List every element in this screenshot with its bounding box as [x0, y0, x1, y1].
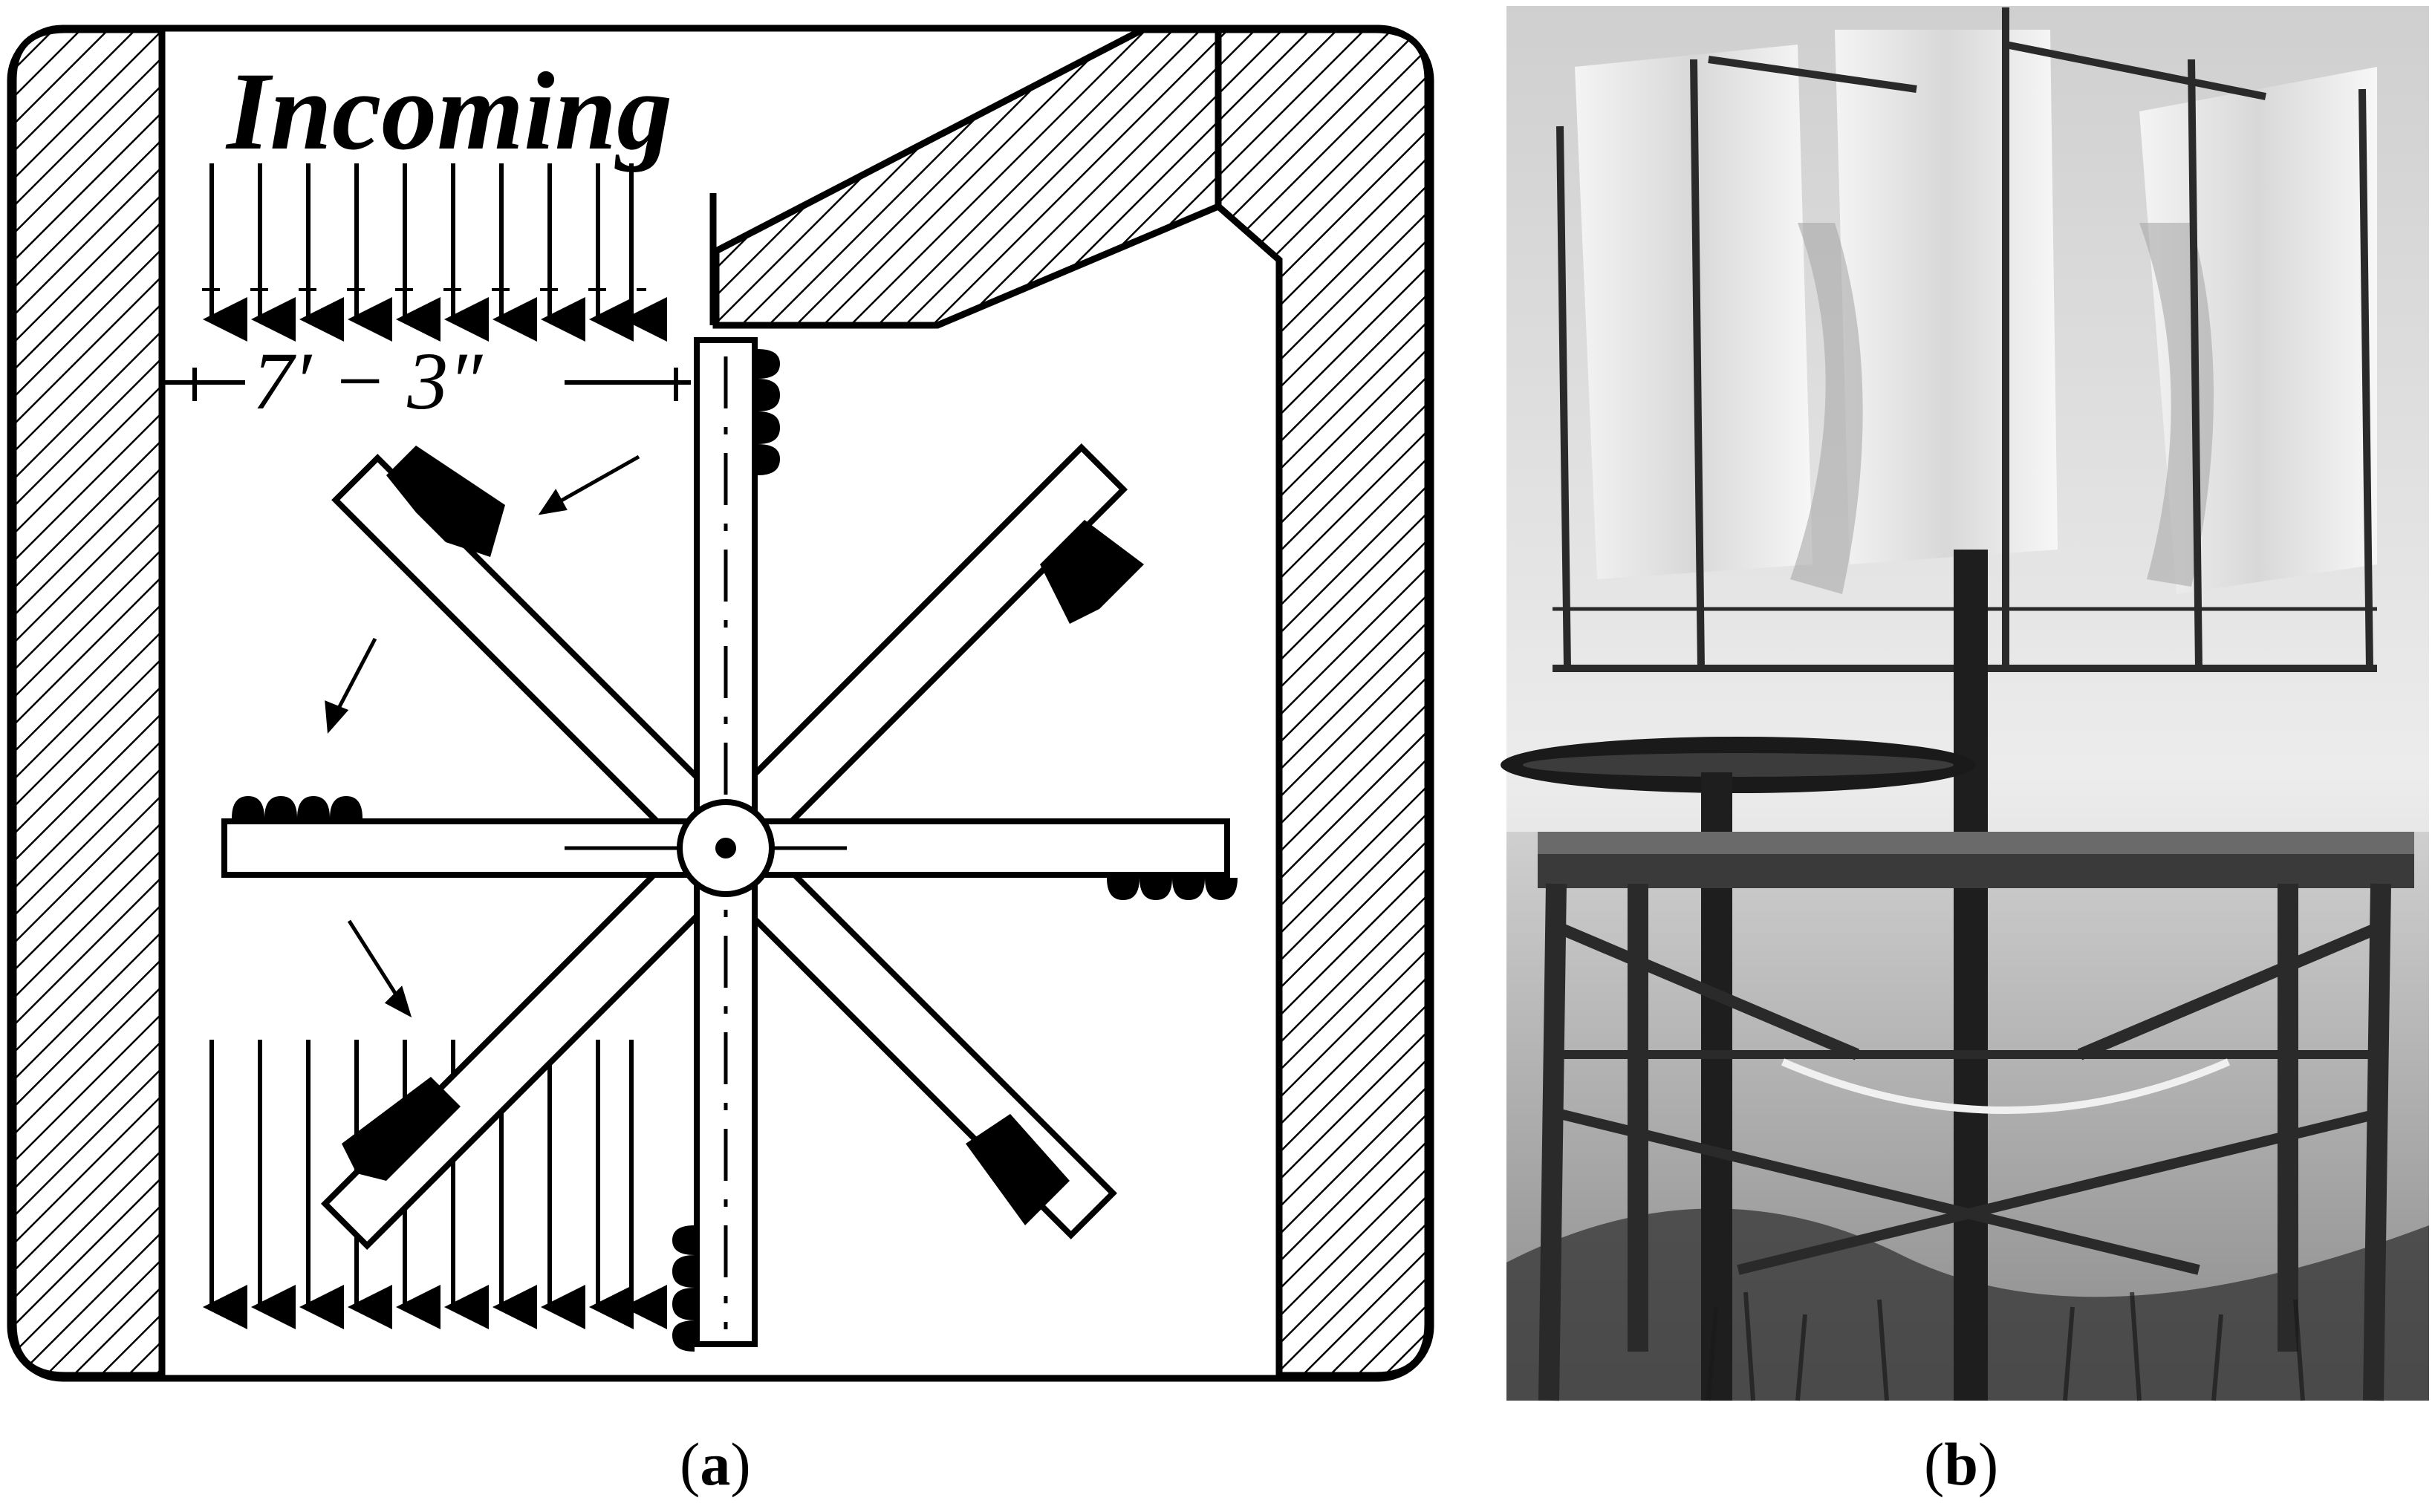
- rotor-blades: [232, 349, 1238, 1352]
- panel-a-diagram: Incoming: [7, 25, 1434, 1382]
- left-wall-hatched: [10, 26, 166, 1379]
- panel-a-letter: a: [700, 1430, 731, 1498]
- right-wall-hatched: [1201, 26, 1431, 1379]
- dimension-line: [162, 368, 691, 401]
- dimension-label: 7′ − 3″: [253, 336, 483, 426]
- rotation-arrows: [325, 454, 640, 1018]
- panel-b-letter: b: [1944, 1430, 1978, 1498]
- platform: [1538, 854, 2414, 888]
- rotor: [221, 337, 1230, 1347]
- panel-a-title: Incoming: [225, 50, 672, 173]
- panel-a-caption: (a): [680, 1430, 751, 1498]
- panel-b-photo: [1501, 6, 2429, 1401]
- central-shaft: [1954, 550, 1988, 1401]
- sail-2: [1835, 30, 2058, 564]
- panel-b-caption: (b): [1924, 1430, 1999, 1498]
- incoming-wind-arrows-top: [201, 163, 667, 342]
